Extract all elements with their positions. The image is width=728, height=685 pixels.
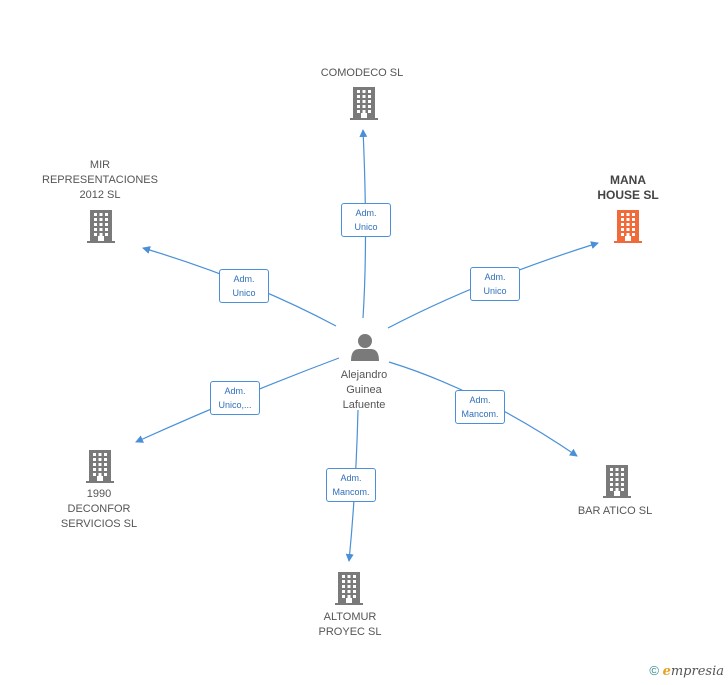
person-name-line: Guinea xyxy=(346,384,382,396)
company-label-mir[interactable]: MIR REPRESENTACIONES 2012 SL xyxy=(42,159,158,201)
relation-badge-deconfor[interactable]: Adm. Unico,... xyxy=(210,381,260,415)
company-label-deconfor[interactable]: 1990 DECONFOR SERVICIOS SL xyxy=(60,488,138,530)
person-name-line: Lafuente xyxy=(342,399,386,411)
relation-badge-mir[interactable]: Adm. Unico xyxy=(219,269,269,303)
relation-badge-mana[interactable]: Adm. Unico xyxy=(470,267,520,301)
company-label-mana[interactable]: MANA HOUSE SL xyxy=(597,173,659,202)
person-name-line: Alejandro xyxy=(340,369,388,381)
building-icon-baratico[interactable] xyxy=(603,465,631,498)
brand-logo[interactable]: empresia xyxy=(662,664,724,679)
relation-badge-baratico[interactable]: Adm. Mancom. xyxy=(455,390,505,424)
company-label-comodeco[interactable]: COMODECO SL xyxy=(320,67,404,79)
company-label-baratico[interactable]: BAR ATICO SL xyxy=(577,505,653,517)
relation-badge-comodeco[interactable]: Adm. Unico xyxy=(341,203,391,237)
person-name-label[interactable]: Alejandro Guinea Lafuente xyxy=(322,368,406,413)
copyright-icon: © xyxy=(649,663,659,678)
footer-brand: © empresia xyxy=(649,663,724,679)
relation-badge-altomur[interactable]: Adm. Mancom. xyxy=(326,468,376,502)
person-icon[interactable] xyxy=(351,334,379,361)
building-icon-deconfor[interactable] xyxy=(86,450,114,483)
building-icon-mana[interactable] xyxy=(614,210,642,243)
company-label-altomur[interactable]: ALTOMUR PROYEC SL xyxy=(318,611,382,638)
building-icon-comodeco[interactable] xyxy=(350,87,378,120)
building-icon-mir[interactable] xyxy=(87,210,115,243)
building-icon-altomur[interactable] xyxy=(335,572,363,605)
